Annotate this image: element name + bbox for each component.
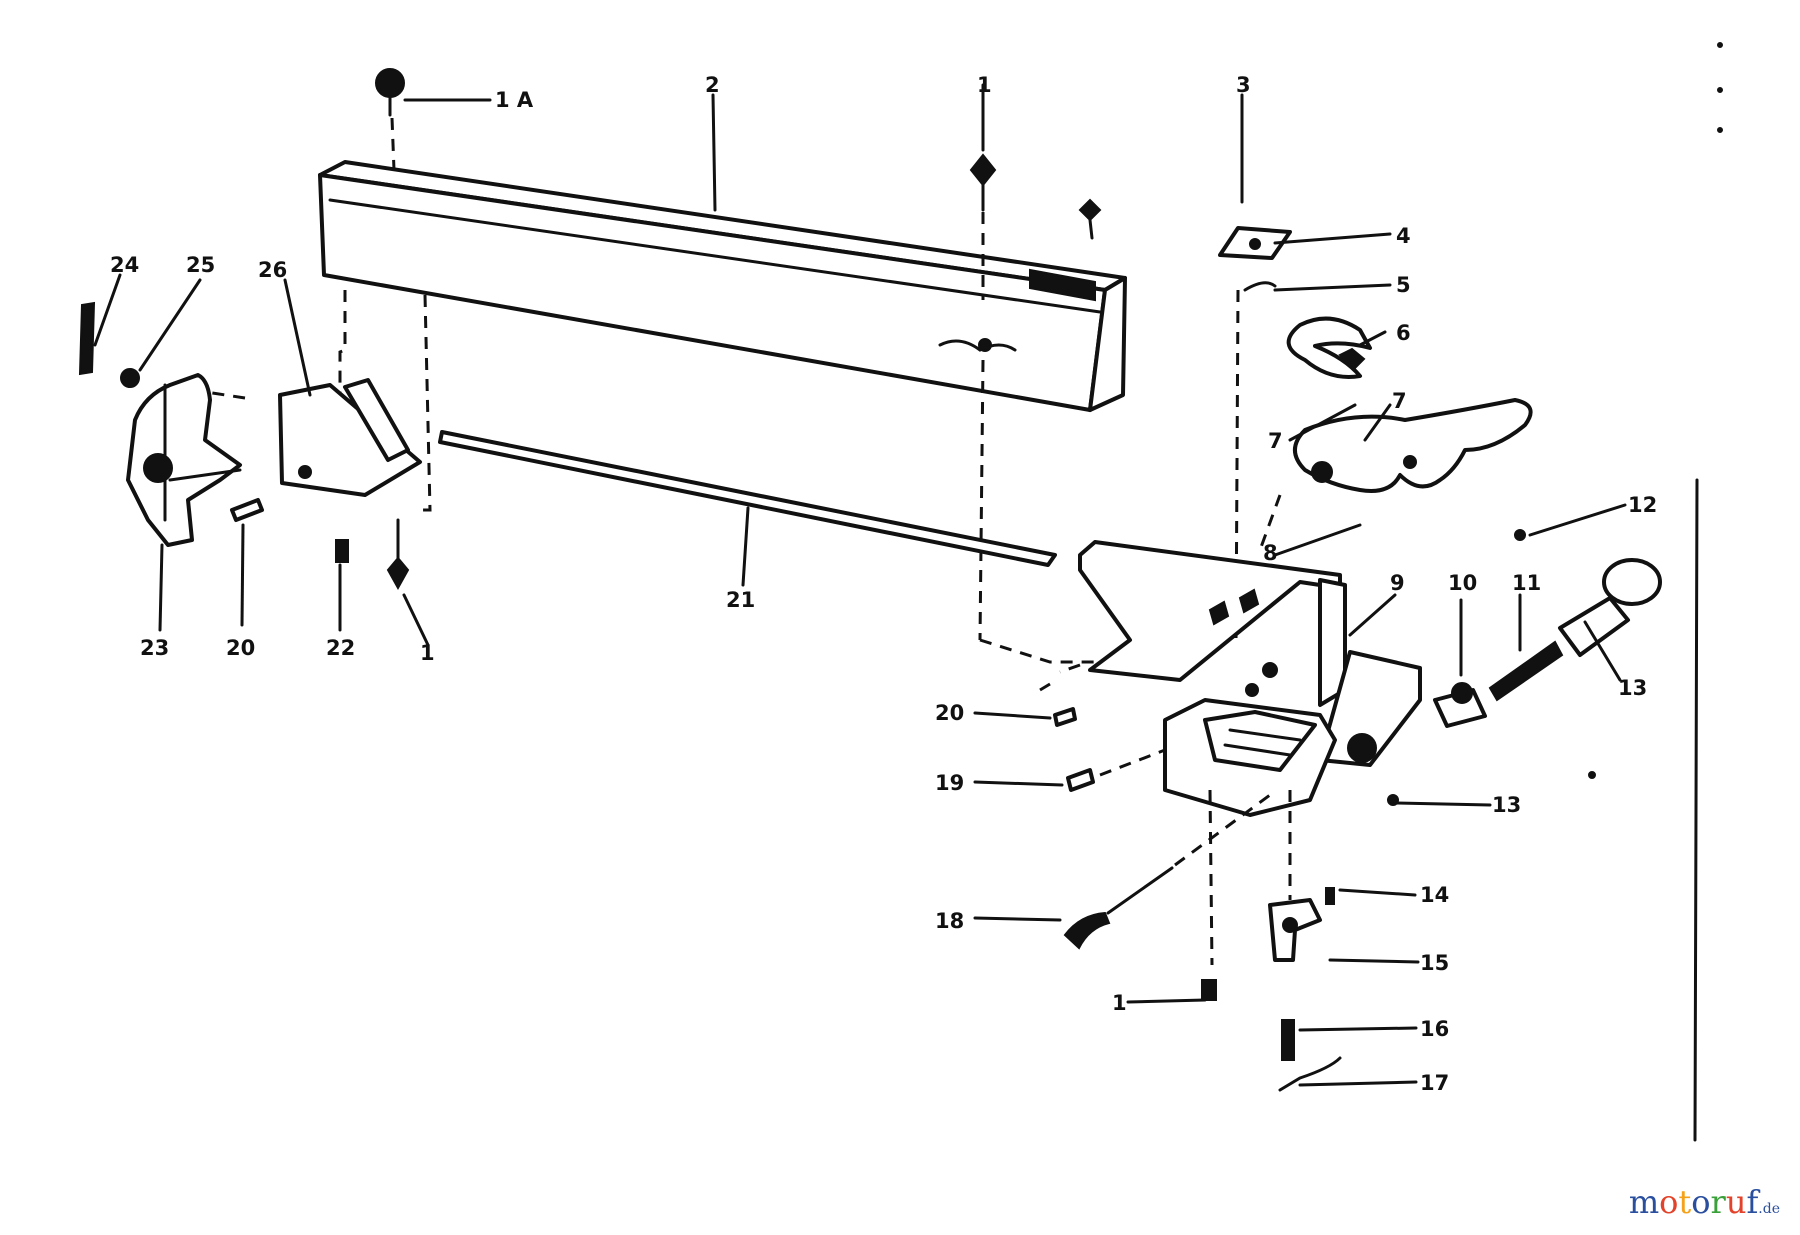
- callout-24: 24: [110, 253, 139, 277]
- leader-lines: [93, 83, 1627, 1087]
- speck: [1717, 127, 1723, 133]
- frame-edge-line: [1693, 478, 1699, 1142]
- adjust-knob: [1433, 529, 1662, 728]
- bracket: [126, 373, 242, 547]
- callout-25: 25: [186, 253, 215, 277]
- callout-18: 18: [935, 909, 964, 933]
- callout-3: 3: [1236, 73, 1251, 97]
- callout-17: 17: [1420, 1071, 1449, 1095]
- callout-12: 12: [1628, 493, 1657, 517]
- watermark-char: m: [1628, 1183, 1660, 1221]
- callout-7a: 7: [1392, 389, 1407, 413]
- callout-11: 11: [1512, 571, 1541, 595]
- callout-13b: 13: [1492, 793, 1521, 817]
- speck: [1588, 771, 1596, 779]
- callout-5: 5: [1396, 273, 1411, 297]
- callout-labels: 1 A 2 1 3 4 5 6 7 7 8 9 10 11 12 13 13 1…: [110, 73, 1657, 1095]
- callout-16: 16: [1420, 1017, 1449, 1041]
- callout-14: 14: [1420, 883, 1449, 907]
- spring-clip: [1286, 316, 1372, 379]
- lower-parts: [1039, 663, 1399, 1092]
- callout-10: 10: [1448, 571, 1477, 595]
- watermark-char: f: [1746, 1183, 1759, 1221]
- callout-7b: 7: [1268, 429, 1283, 453]
- callout-20b: 20: [935, 701, 964, 725]
- screw-top: [969, 153, 1170, 664]
- callout-20: 20: [226, 636, 255, 660]
- callout-1-bottom: 1: [1112, 991, 1127, 1015]
- callout-2: 2: [705, 73, 720, 97]
- callout-4: 4: [1396, 224, 1411, 248]
- callout-1-top: 1: [977, 73, 992, 97]
- callout-23: 23: [140, 636, 169, 660]
- watermark-char: t: [1678, 1183, 1692, 1221]
- set-screws-left: [335, 518, 410, 591]
- lock-lever: [1258, 398, 1533, 551]
- guide-rod: [438, 430, 1057, 567]
- callout-22: 22: [326, 636, 355, 660]
- callout-1-left: 1: [420, 641, 435, 665]
- end-cap: [179, 290, 432, 512]
- callout-1a: 1 A: [495, 88, 534, 112]
- watermark-char: o: [1659, 1183, 1679, 1221]
- watermark-char: o: [1691, 1183, 1711, 1221]
- small-parts-left: [78, 301, 264, 522]
- watermark-char: r: [1710, 1183, 1726, 1221]
- watermark-tld: .de: [1758, 1201, 1780, 1217]
- speck: [1717, 87, 1723, 93]
- fence-head-body: [1078, 540, 1422, 817]
- callout-8: 8: [1263, 541, 1278, 565]
- callout-15: 15: [1420, 951, 1449, 975]
- callout-26: 26: [258, 258, 287, 282]
- fence-rail: [318, 160, 1127, 412]
- watermark-char: u: [1725, 1183, 1747, 1221]
- callout-9: 9: [1390, 571, 1405, 595]
- brand-watermark: motoruf.de: [1629, 1183, 1780, 1221]
- callout-13: 13: [1618, 676, 1647, 700]
- speck: [1717, 42, 1723, 48]
- clamp-plate: [1078, 198, 1292, 641]
- callout-19: 19: [935, 771, 964, 795]
- callout-21: 21: [726, 588, 755, 612]
- callout-6: 6: [1396, 321, 1411, 345]
- screw-1a: [375, 68, 405, 171]
